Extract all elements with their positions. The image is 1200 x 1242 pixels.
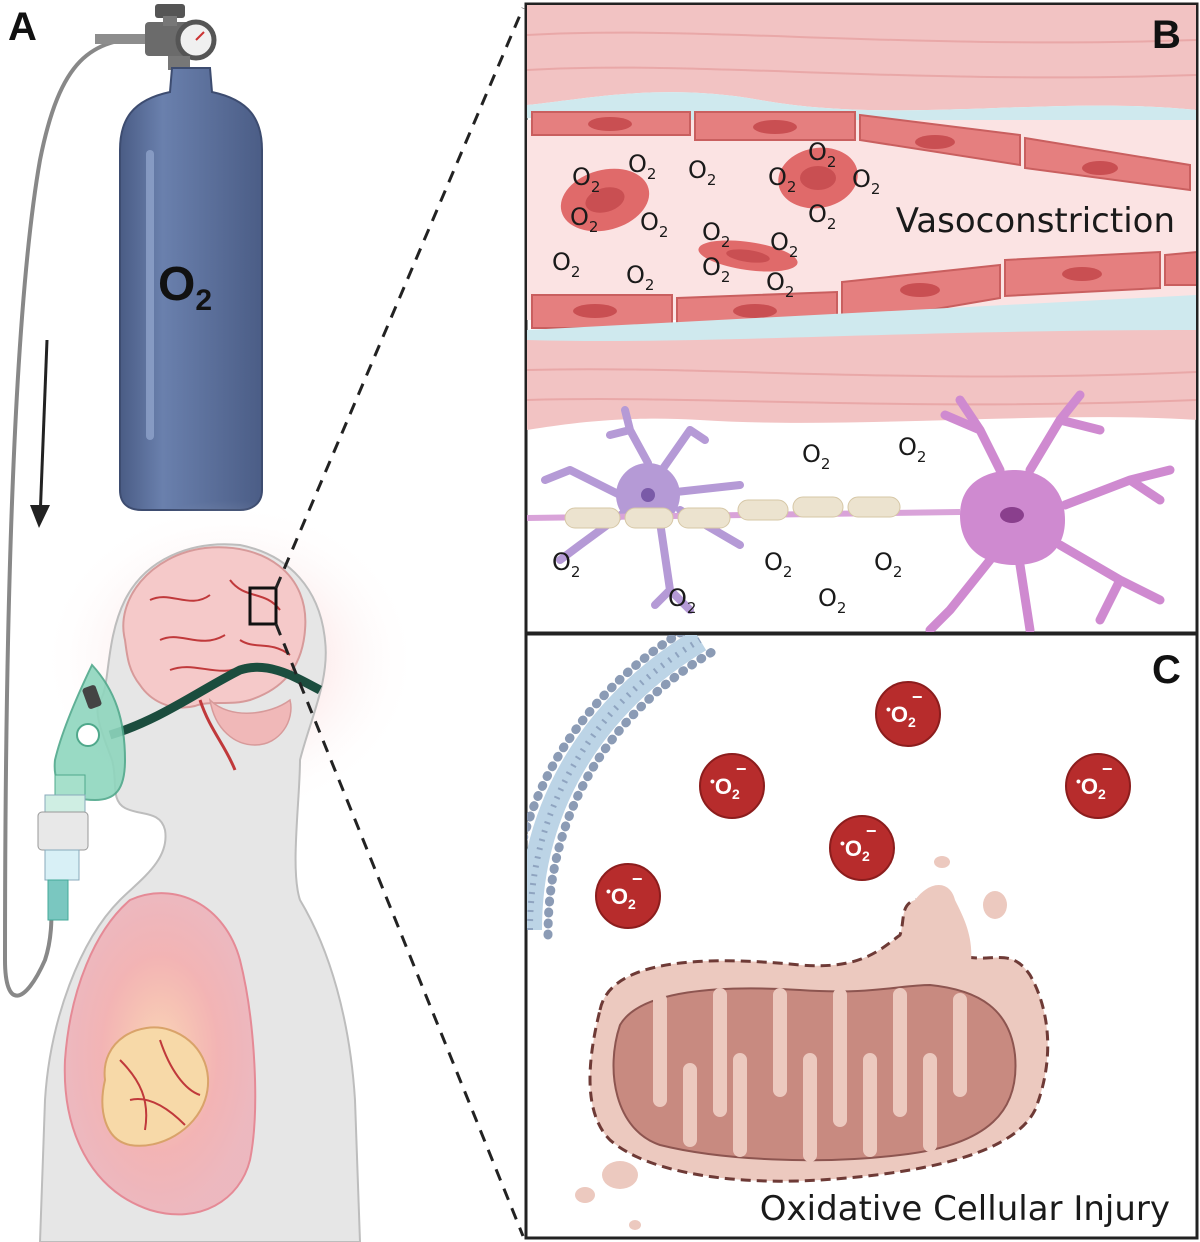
superoxide-radical-circle — [1065, 753, 1131, 819]
zoom-box — [248, 586, 278, 626]
vasoconstriction-caption: Vasoconstriction — [896, 201, 1175, 241]
o2-molecule-label: O2 — [668, 584, 696, 617]
heart — [101, 1026, 210, 1147]
oxygen-mask — [37, 663, 127, 921]
superoxide-radical-circle — [699, 753, 765, 819]
panel-a-letter: A — [8, 5, 37, 49]
o2-molecule-label: O2 — [628, 150, 656, 183]
panel-b-letter: B — [1152, 13, 1181, 57]
vessel-wall-top — [527, 5, 1196, 111]
superoxide-radical-label: •O2− — [1076, 759, 1112, 802]
superoxide-radical-circle — [875, 681, 941, 747]
panel-c-letter: C — [1152, 648, 1181, 692]
o2-molecule-label: O2 — [852, 165, 880, 198]
o2-molecule-label: O2 — [808, 200, 836, 233]
zoom-line-bottom — [274, 623, 525, 1237]
myelinated-axon — [527, 496, 961, 529]
regulator — [95, 4, 217, 70]
panel-b: O2O2O2O2O2O2O2O2O2O2O2O2O2O2O2O2O2O2O2O2… — [524, 2, 1199, 635]
flow-arrow-shaft — [38, 339, 49, 521]
smooth-muscle-cells-bottom — [531, 250, 1196, 332]
o2-molecule-label: O2 — [802, 440, 830, 473]
superoxide-radical: •O2− — [699, 753, 765, 819]
o2-molecule-label: O2 — [552, 248, 580, 281]
o2-molecule-label: O2 — [898, 433, 926, 466]
superoxide-radical: •O2− — [875, 681, 941, 747]
o2-molecule-label: O2 — [770, 228, 798, 261]
o2-molecule-label: O2 — [818, 584, 846, 617]
superoxide-radical-label: •O2− — [606, 869, 642, 912]
o2-molecule-label: O2 — [702, 253, 730, 286]
superoxide-radicals: •O2− •O2− •O2− •O2− •O2− — [595, 681, 1131, 929]
panel-a: A O2 — [2, 4, 525, 1242]
o2-molecule-label: O2 — [766, 268, 794, 301]
panel-c: •O2− •O2− •O2− •O2− •O2− Oxidative Cellular … — [524, 632, 1199, 1240]
mitochondrion — [575, 856, 1050, 1230]
superoxide-radical-circle — [829, 815, 895, 881]
superoxide-radical-label: •O2− — [840, 821, 876, 864]
neuron — [925, 390, 1175, 632]
o2-molecule-label: O2 — [572, 163, 600, 196]
flow-arrow-head — [30, 505, 50, 528]
o2-molecule-label: O2 — [808, 138, 836, 171]
o2-molecule-label: O2 — [688, 156, 716, 189]
superoxide-radical-label: •O2− — [710, 759, 746, 802]
o2-molecule-label: O2 — [702, 218, 730, 251]
o2-molecule-label: O2 — [874, 548, 902, 581]
oxidative-injury-caption: Oxidative Cellular Injury — [760, 1189, 1170, 1229]
lipid-bilayer-membrane — [527, 635, 717, 940]
superoxide-radical: •O2− — [1065, 753, 1131, 819]
o2-molecule-label: O2 — [764, 548, 792, 581]
mask-strap — [108, 662, 323, 740]
zoom-line-top — [274, 7, 525, 589]
tank-label: O2 — [158, 258, 212, 317]
o2-molecule-label: O2 — [626, 261, 654, 294]
o2-molecule-label: O2 — [768, 163, 796, 196]
superoxide-radical: •O2− — [595, 863, 661, 929]
o2-molecule-label: O2 — [570, 203, 598, 236]
smooth-muscle-cells-top — [531, 111, 1191, 192]
superoxide-radical-label: •O2− — [886, 687, 922, 730]
o2-molecule-label: O2 — [552, 548, 580, 581]
oxygen-tube — [2, 36, 151, 998]
superoxide-radical-circle — [595, 863, 661, 929]
superoxide-radical: •O2− — [829, 815, 895, 881]
oxygen-tank: O2 — [119, 67, 263, 511]
red-blood-cells — [560, 147, 858, 272]
o2-molecule-label: O2 — [640, 208, 668, 241]
